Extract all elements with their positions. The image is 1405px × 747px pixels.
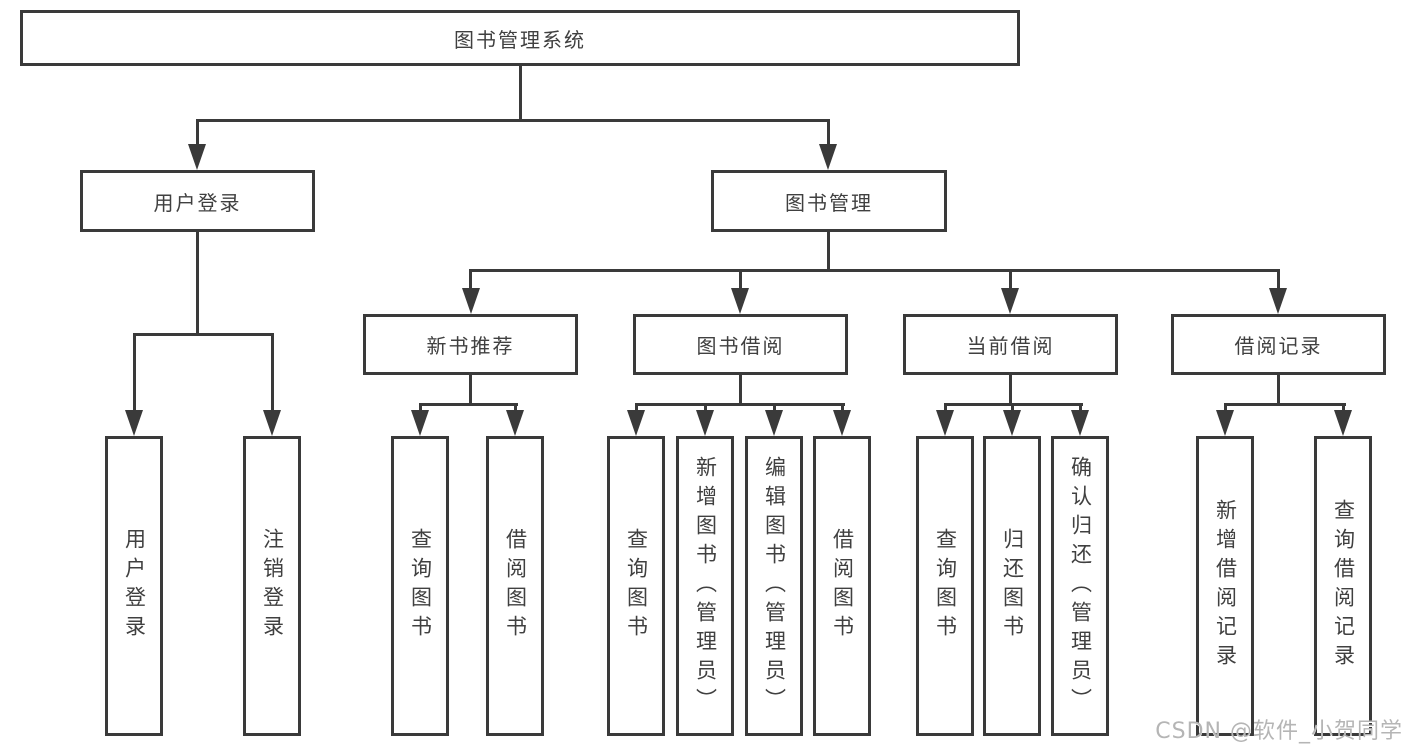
connector-book-management-stem [827,231,830,272]
arrowhead-cb-query-books [936,410,954,436]
connector-leaf-logout-neck [271,333,274,413]
leaf-br-add-record: 新增借阅记录 [1196,436,1254,736]
watermark-csdn: CSDN @软件_小贺同学 [1155,719,1403,744]
leaf-cb-confirm-return-admin-label: 确认归还（管理员） [1068,455,1093,717]
leaf-bb-add-book-admin-label: 新增图书（管理员） [693,455,718,717]
connector-borrowing-records-stem [1277,373,1280,406]
connector-new-book-neck [469,269,472,293]
leaf-br-query-record-label: 查询借阅记录 [1331,499,1356,673]
connector-new-book-stem [469,373,472,406]
node-book-borrowing-label: 图书借阅 [696,334,785,358]
connector-bb-borrow-neck [841,403,844,415]
leaf-nb-borrow-books-label: 借阅图书 [503,528,528,644]
arrowhead-nb-query-books [411,410,429,436]
connector-bb-add-neck [704,403,707,415]
leaf-logout: 注销登录 [243,436,301,736]
arrowhead-bb-borrow-books [833,410,851,436]
leaf-cb-query-books-label: 查询图书 [933,528,958,644]
leaf-br-query-record: 查询借阅记录 [1314,436,1372,736]
arrowhead-user-login [188,144,206,170]
connector-cb-confirm-neck [1079,403,1082,415]
leaf-cb-return-books-label: 归还图书 [1000,528,1025,644]
leaf-user-login: 用户登录 [105,436,163,736]
leaf-bb-edit-book-admin-label: 编辑图书（管理员） [762,455,787,717]
arrowhead-bb-add-book-admin [696,410,714,436]
node-new-book-recommendation: 新书推荐 [363,314,578,375]
node-user-login-label: 用户登录 [153,190,242,215]
connector-leaf-user-login-neck [133,333,136,413]
arrowhead-nb-borrow-books [506,410,524,436]
arrowhead-cb-return-books [1003,410,1021,436]
leaf-nb-borrow-books: 借阅图书 [486,436,544,736]
arrowhead-new-book-recommendation [462,288,480,314]
leaf-bb-borrow-books: 借阅图书 [813,436,871,736]
arrowhead-current-borrowing [1001,288,1019,314]
connector-book-management-neck [827,119,830,147]
connector-user-login-stem [196,231,199,335]
arrowhead-borrowing-records [1269,288,1287,314]
node-current-borrowing: 当前借阅 [903,314,1118,375]
arrowhead-leaf-user-login [125,410,143,436]
leaf-cb-return-books: 归还图书 [983,436,1041,736]
connector-user-login-branch [133,333,274,336]
connector-user-login-neck [196,119,199,147]
connector-nb-query-neck [419,403,422,415]
node-library-system: 图书管理系统 [20,10,1020,66]
connector-cb-query-neck [944,403,947,415]
node-book-borrowing: 图书借阅 [633,314,848,375]
leaf-br-add-record-label: 新增借阅记录 [1213,499,1238,673]
connector-book-borrowing-stem [739,373,742,406]
leaf-bb-query-books-label: 查询图书 [624,528,649,644]
connector-current-borrowing-stem [1009,373,1012,406]
connector-current-borrowing-neck [1009,269,1012,293]
connector-bb-query-neck [635,403,638,415]
leaf-bb-borrow-books-label: 借阅图书 [830,528,855,644]
arrowhead-bb-query-books [627,410,645,436]
connector-bb-edit-neck [773,403,776,415]
arrowhead-book-management [819,144,837,170]
connector-root-horizontal [196,119,830,122]
node-book-management-label: 图书管理 [785,190,873,215]
leaf-cb-confirm-return-admin: 确认归还（管理员） [1051,436,1109,736]
node-new-book-recommendation-label: 新书推荐 [426,334,515,358]
node-current-borrowing-label: 当前借阅 [966,334,1055,358]
arrowhead-leaf-logout [263,410,281,436]
arrowhead-book-borrowing [731,288,749,314]
node-borrowing-records-label: 借阅记录 [1234,334,1323,358]
leaf-nb-query-books-label: 查询图书 [408,528,433,644]
connector-br-query-neck [1342,403,1345,415]
leaf-logout-label: 注销登录 [260,528,285,644]
leaf-bb-add-book-admin: 新增图书（管理员） [676,436,734,736]
connector-level3-horizontal [469,269,1280,272]
connector-book-borrowing-branch [635,403,845,406]
leaf-nb-query-books: 查询图书 [391,436,449,736]
connector-root-stem [519,63,522,121]
arrowhead-cb-confirm-return-admin [1071,410,1089,436]
node-user-login: 用户登录 [80,170,315,232]
connector-nb-borrow-neck [514,403,517,415]
connector-cb-return-neck [1011,403,1014,415]
arrowhead-br-add-record [1216,410,1234,436]
node-book-management: 图书管理 [711,170,947,232]
leaf-bb-edit-book-admin: 编辑图书（管理员） [745,436,803,736]
node-borrowing-records: 借阅记录 [1171,314,1386,375]
connector-borrowing-records-branch [1224,403,1346,406]
connector-br-add-neck [1224,403,1227,415]
connector-book-borrowing-neck [739,269,742,293]
connector-borrowing-records-neck [1277,269,1280,293]
leaf-user-login-label: 用户登录 [122,528,147,644]
leaf-cb-query-books: 查询图书 [916,436,974,736]
leaf-bb-query-books: 查询图书 [607,436,665,736]
arrowhead-bb-edit-book-admin [765,410,783,436]
arrowhead-br-query-record [1334,410,1352,436]
connector-new-book-branch [419,403,518,406]
node-library-system-label: 图书管理系统 [454,27,586,52]
